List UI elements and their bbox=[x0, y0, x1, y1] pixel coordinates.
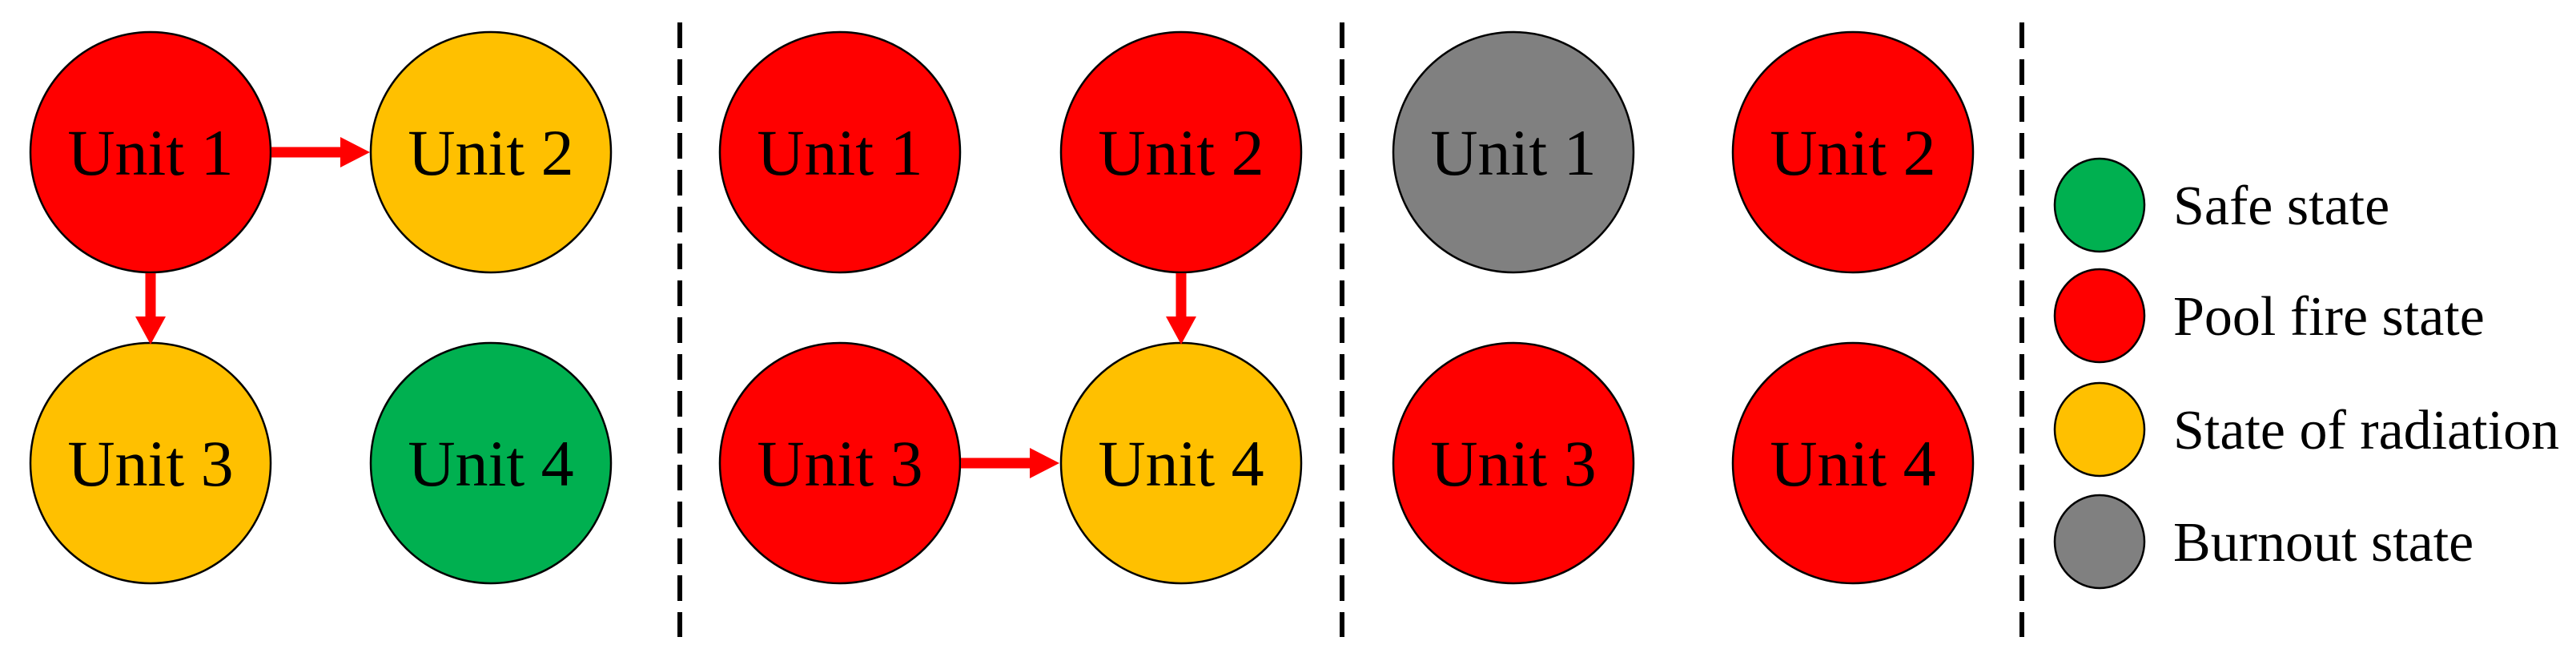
p2-unit3-node: Unit 3 bbox=[718, 341, 962, 585]
p2-unit3-label: Unit 3 bbox=[757, 427, 922, 500]
legend-swatch-burnout bbox=[2053, 494, 2146, 590]
p3-unit2-label: Unit 2 bbox=[1770, 116, 1935, 189]
p2-unit1-node: Unit 1 bbox=[718, 30, 962, 274]
p1-unit3-node: Unit 3 bbox=[29, 341, 272, 585]
legend-item-pool-fire: Pool fire state bbox=[2053, 268, 2485, 364]
legend-swatch-radiation bbox=[2053, 381, 2146, 478]
p3-unit4-circle bbox=[1731, 341, 1975, 585]
p1-unit4-circle bbox=[369, 341, 613, 585]
p1-unit2-label: Unit 2 bbox=[408, 116, 573, 189]
legend-item-safe: Safe state bbox=[2053, 157, 2389, 253]
p2-unit4-label: Unit 4 bbox=[1098, 427, 1264, 500]
legend-label-safe: Safe state bbox=[2173, 175, 2389, 237]
legend-item-radiation: State of radiation bbox=[2053, 381, 2559, 478]
p2-unit3-circle bbox=[718, 341, 962, 585]
legend: Safe state Pool fire state State of radi… bbox=[2053, 157, 2559, 590]
p2-unit2-label: Unit 2 bbox=[1098, 116, 1264, 189]
p3-unit2-circle bbox=[1731, 30, 1975, 274]
legend-swatch-pool-fire bbox=[2053, 268, 2146, 364]
panel-stage-3: Unit 1 Unit 2 Unit 3 Unit 4 bbox=[1392, 30, 1975, 585]
p2-unit2-circle bbox=[1059, 30, 1303, 274]
p1-arrow-unit1-to-unit2 bbox=[271, 137, 370, 167]
p1-unit4-node: Unit 4 bbox=[369, 341, 613, 585]
panel-stage-1: Unit 1 Unit 2 Unit 3 Unit 4 bbox=[29, 30, 613, 585]
p2-arrow-unit2-to-unit4 bbox=[1166, 273, 1196, 345]
p1-arrow-unit1-to-unit3 bbox=[135, 273, 166, 345]
panel-stage-2: Unit 1 Unit 2 Unit 3 Unit 4 bbox=[718, 30, 1303, 585]
p3-unit2-node: Unit 2 bbox=[1731, 30, 1975, 274]
p2-unit4-node: Unit 4 bbox=[1059, 341, 1303, 585]
legend-label-radiation: State of radiation bbox=[2173, 400, 2559, 462]
p3-unit3-circle bbox=[1392, 341, 1635, 585]
p3-unit3-node: Unit 3 bbox=[1392, 341, 1635, 585]
legend-swatch-safe bbox=[2053, 157, 2146, 253]
legend-label-pool-fire: Pool fire state bbox=[2173, 286, 2485, 348]
p1-unit2-circle bbox=[369, 30, 613, 274]
p3-unit1-circle bbox=[1392, 30, 1635, 274]
p1-unit3-label: Unit 3 bbox=[67, 427, 233, 500]
p2-unit1-circle bbox=[718, 30, 962, 274]
p1-unit4-label: Unit 4 bbox=[408, 427, 573, 500]
legend-label-burnout: Burnout state bbox=[2173, 512, 2474, 574]
p3-unit1-node: Unit 1 bbox=[1392, 30, 1635, 274]
legend-item-burnout: Burnout state bbox=[2053, 494, 2474, 590]
p1-unit1-circle bbox=[29, 30, 272, 274]
p2-unit2-node: Unit 2 bbox=[1059, 30, 1303, 274]
p3-unit3-label: Unit 3 bbox=[1430, 427, 1596, 500]
p3-unit4-node: Unit 4 bbox=[1731, 341, 1975, 585]
p1-unit1-label: Unit 1 bbox=[67, 116, 233, 189]
p1-unit2-node: Unit 2 bbox=[369, 30, 613, 274]
p3-unit1-label: Unit 1 bbox=[1430, 116, 1596, 189]
p2-arrow-unit3-to-unit4 bbox=[961, 448, 1059, 478]
p2-unit1-label: Unit 1 bbox=[757, 116, 922, 189]
p3-unit4-label: Unit 4 bbox=[1770, 427, 1935, 500]
p1-unit1-node: Unit 1 bbox=[29, 30, 272, 274]
